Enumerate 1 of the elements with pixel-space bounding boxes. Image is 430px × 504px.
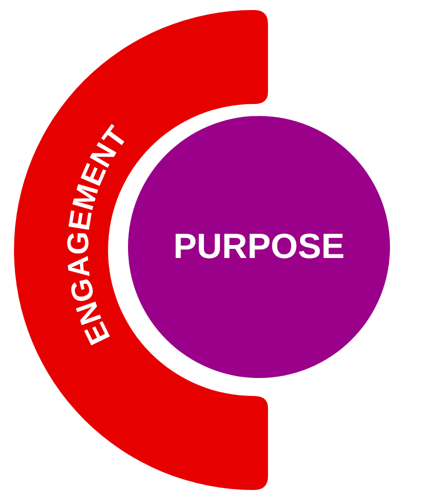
circle-label: PURPOSE <box>173 227 345 267</box>
